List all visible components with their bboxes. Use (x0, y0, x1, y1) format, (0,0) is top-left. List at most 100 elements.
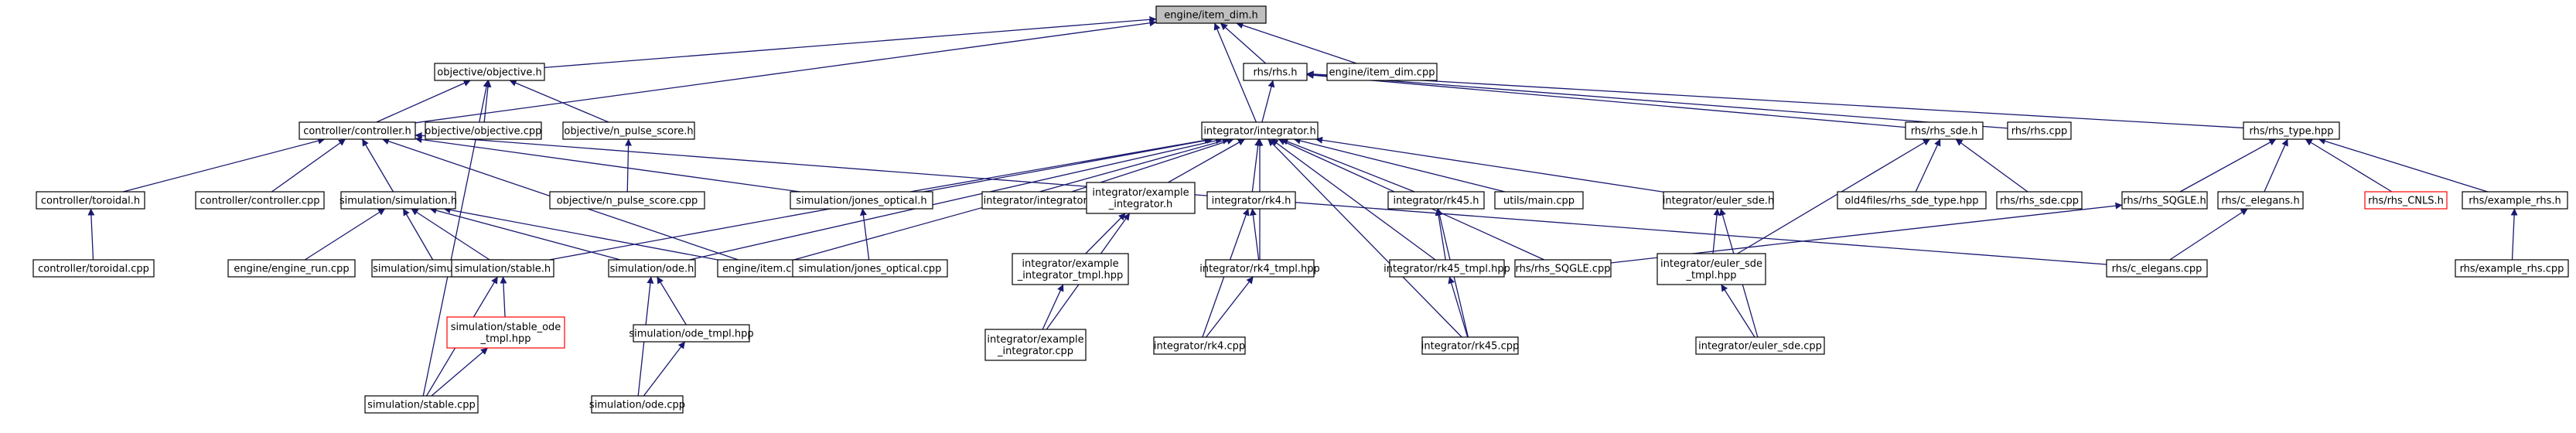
node-euler-sde-cpp[interactable]: integrator/euler_sde.cpp (1695, 336, 1825, 355)
node-box (2121, 191, 2208, 210)
node-rhs-SQGLE-cpp[interactable]: rhs/rhs_SQGLE.cpp (1514, 259, 1612, 278)
node-euler-sde-tmpl-hpp[interactable]: integrator/euler_sde_tmpl.hpp (1656, 253, 1766, 285)
node-label: integrator/rk45.h (1393, 196, 1479, 207)
node-n-pulse-score-h[interactable]: objective/n_pulse_score.h (562, 121, 695, 140)
node-integrator-h[interactable]: integrator/integrator.h (1201, 121, 1319, 140)
node-rhs-sde-h[interactable]: rhs/rhs_sde.h (1905, 121, 1984, 140)
node-toroidal-cpp[interactable]: controller/toroidal.cpp (32, 259, 155, 278)
node-box (608, 259, 696, 278)
node-simulation-h[interactable]: simulation/simulation.h (339, 191, 457, 210)
node-rhs-type-hpp[interactable]: rhs/rhs_type.hpp (2243, 121, 2340, 140)
node-stable-ode-tmpl-hpp[interactable]: simulation/stable_ode_tmpl.hpp (446, 316, 565, 349)
node-label: simulation/jones_optical.h (796, 196, 926, 207)
node-utils-main-cpp[interactable]: utils/main.cpp (1494, 191, 1584, 210)
edge-example_rhs_cpp-to-example_rhs_h (2510, 208, 2518, 261)
edge-n_pulse_score_h-to-objective_h (509, 80, 609, 123)
node-label: rhs/rhs_type.hpp (2249, 126, 2333, 138)
node-stable-cpp[interactable]: simulation/stable.cpp (364, 395, 479, 414)
node-label: integrator/rk4.cpp (1154, 341, 1245, 353)
node-label: controller/toroidal.cpp (38, 264, 149, 275)
node-rk45-tmpl-hpp[interactable]: integrator/rk45_tmpl.hpp (1384, 259, 1510, 278)
node-label: _integrator_tmpl.hpp (1017, 270, 1123, 281)
node-c-elegans-h[interactable]: rhs/c_elegans.h (2217, 191, 2304, 210)
node-box (425, 121, 542, 140)
node-stable-h[interactable]: simulation/stable.h (451, 259, 554, 278)
node-item-dim-h[interactable]: engine/item_dim.h (1155, 5, 1267, 24)
node-rk4-tmpl-hpp[interactable]: integrator/rk4_tmpl.hpp (1199, 259, 1320, 278)
node-engine-run-cpp[interactable]: engine/engine_run.cpp (227, 259, 356, 278)
node-box (32, 259, 155, 278)
node-c-elegans-cpp[interactable]: rhs/c_elegans.cpp (2106, 259, 2208, 278)
node-box (1243, 63, 1308, 81)
node-box (1421, 336, 1519, 355)
node-label: simulation/stable.cpp (367, 400, 476, 411)
node-ode-h[interactable]: simulation/ode.h (608, 259, 696, 278)
node-box (195, 191, 325, 210)
edge-euler_sde_h-to-integrator_h (1315, 136, 1664, 193)
edge-euler_sde_tmpl_hpp-to-euler_sde_h (1712, 208, 1721, 254)
node-rk45-h[interactable]: integrator/rk45.h (1387, 191, 1485, 210)
node-label: rhs/rhs.cpp (2011, 126, 2067, 138)
edge-euler_sde_cpp-to-euler_sde_tmpl_hpp (1721, 284, 1755, 338)
node-label: rhs/rhs_sde.cpp (2000, 196, 2079, 207)
node-box (2007, 121, 2072, 140)
node-jones-optical-cpp[interactable]: simulation/jones_optical.cpp (792, 259, 948, 278)
edge-simulation_h-to-controller_h (361, 138, 394, 193)
node-rhs-cpp[interactable]: rhs/rhs.cpp (2007, 121, 2072, 140)
node-box (1086, 182, 1196, 214)
edge-rk45_cpp-to-integrator_h (1268, 138, 1462, 338)
node-toroidal-h[interactable]: controller/toroidal.h (36, 191, 145, 210)
node-example-rhs-h[interactable]: rhs/example_rhs.h (2462, 191, 2568, 210)
node-controller-cpp[interactable]: controller/controller.cpp (195, 191, 325, 210)
node-item-dim-cpp[interactable]: engine/item_dim.cpp (1326, 63, 1438, 81)
node-old4files-hpp[interactable]: old4files/rhs_sde_type.hpp (1837, 191, 1987, 210)
node-box (1996, 191, 2083, 210)
node-box (446, 316, 565, 349)
node-example-integrator-cpp[interactable]: integrator/example_integrator.cpp (984, 329, 1087, 361)
node-label: integrator/example (1022, 258, 1118, 270)
node-example-rhs-cpp[interactable]: rhs/example_rhs.cpp (2455, 259, 2569, 278)
node-box (1206, 191, 1296, 210)
edge-item_cpp-to-simulation_h (443, 206, 718, 261)
edge-controller_cpp-to-controller_h (271, 138, 346, 193)
node-label: integrator/rk45_tmpl.hpp (1384, 264, 1510, 275)
edge-rk45_tmpl_hpp-to-rk45_h (1435, 208, 1446, 261)
node-ode-cpp[interactable]: simulation/ode.cpp (589, 395, 685, 414)
node-label: engine/item_dim.h (1164, 10, 1258, 22)
node-ode-tmpl-hpp[interactable]: simulation/ode_tmpl.hpp (629, 324, 754, 343)
edge-rk45_tmpl_hpp-to-integrator_h (1271, 138, 1436, 261)
node-rhs-SQGLE-h[interactable]: rhs/rhs_SQGLE.h (2121, 191, 2208, 210)
node-objective-cpp[interactable]: objective/objective.cpp (425, 121, 542, 140)
node-rhs-h[interactable]: rhs/rhs.h (1243, 63, 1308, 81)
node-item-cpp[interactable]: engine/item.cpp (717, 259, 810, 278)
node-box (340, 191, 456, 210)
node-box (633, 324, 750, 343)
node-label: engine/item.cpp (722, 264, 804, 275)
node-rk45-cpp[interactable]: integrator/rk45.cpp (1421, 336, 1519, 355)
node-rk4-cpp[interactable]: integrator/rk4.cpp (1153, 336, 1246, 355)
node-example-integrator-h[interactable]: integrator/example_integrator.h (1086, 182, 1196, 214)
node-n-pulse-score-cpp[interactable]: objective/n_pulse_score.cpp (549, 191, 705, 210)
node-box (591, 395, 684, 414)
edge-example_rhs_h-to-rhs_type_hpp (2318, 138, 2488, 193)
node-label: simulation/ode.cpp (589, 400, 685, 411)
node-label: integrator/rk4.h (1212, 196, 1291, 207)
node-jones-optical-h[interactable]: simulation/jones_optical.h (790, 191, 933, 210)
edge-stable_ode_tmpl_hpp-to-stable_h (500, 276, 507, 318)
edge-integrator_h-to-rhs_h (1261, 80, 1275, 123)
node-label: integrator/rk4_tmpl.hpp (1199, 264, 1319, 275)
node-box (1012, 253, 1129, 285)
node-euler-sde-h[interactable]: integrator/euler_sde.h (1663, 191, 1774, 210)
node-example-integrator-tmpl-hpp[interactable]: integrator/example_integrator_tmpl.hpp (1012, 253, 1129, 285)
edge-rhs_cpp-to-rhs_h (1306, 71, 2008, 129)
node-label: rhs/c_elegans.h (2221, 196, 2299, 207)
node-box (364, 395, 479, 414)
node-box (2106, 259, 2208, 278)
node-controller-h[interactable]: controller/controller.h (299, 121, 416, 140)
node-rhs-sde-cpp[interactable]: rhs/rhs_sde.cpp (1996, 191, 2083, 210)
node-label: objective/n_pulse_score.h (564, 126, 693, 138)
node-rk4-h[interactable]: integrator/rk4.h (1206, 191, 1296, 210)
node-rhs-CNLS-h[interactable]: rhs/rhs_CNLS.h (2364, 191, 2448, 210)
node-label: integrator/rk45.cpp (1421, 341, 1519, 353)
node-objective-h[interactable]: objective/objective.h (434, 63, 545, 81)
